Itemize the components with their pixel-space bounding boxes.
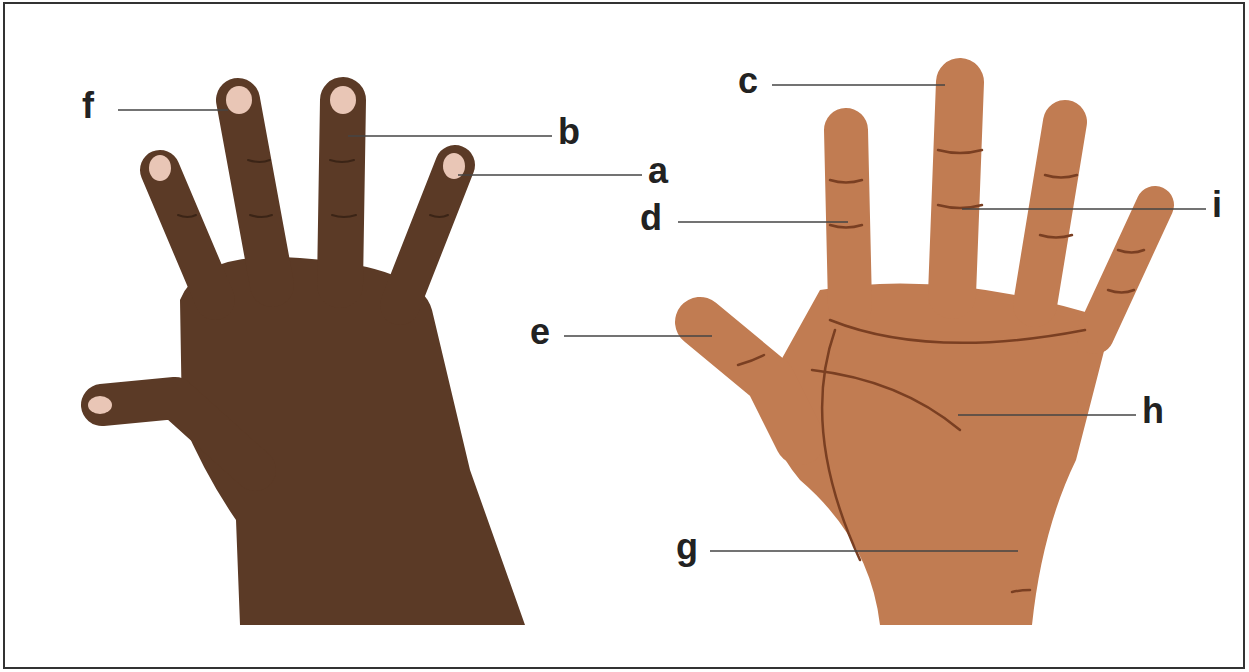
palm-of-hand xyxy=(700,82,1155,625)
part-letter: i xyxy=(1212,187,1222,223)
part-letter: b xyxy=(558,114,580,150)
part-letter: f xyxy=(82,88,94,124)
part-letter: a xyxy=(648,153,668,189)
part-letter: g xyxy=(676,529,698,565)
leader-lines xyxy=(118,85,1206,551)
part-letter: d xyxy=(640,200,662,236)
part-letter: c xyxy=(738,63,758,99)
part-letter: h xyxy=(1142,393,1164,429)
frame xyxy=(4,3,1244,668)
part-letter: e xyxy=(530,314,550,350)
back-of-hand xyxy=(88,86,525,625)
